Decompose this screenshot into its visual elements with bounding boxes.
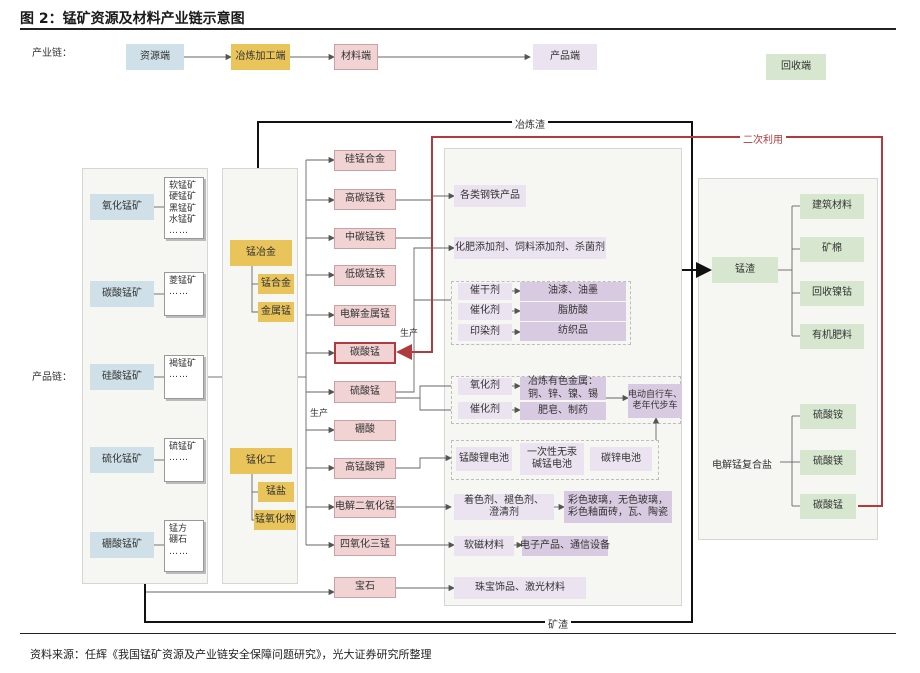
smelting-chemical: 锰化工 (230, 448, 292, 474)
product-alkaline-battery: 一次性无汞 碱锰电池 (520, 443, 584, 475)
material-electrolytic-mn: 电解金属锰 (334, 305, 396, 326)
footer-rule (20, 633, 896, 634)
material-low-carbon-fe-mn: 低碳锰铁 (334, 265, 396, 286)
ore-borate: 硼酸锰矿 (90, 532, 154, 558)
product-dye: 印染剂 (458, 324, 512, 341)
ore-oxide-types: 软锰矿 硬锰矿 黑锰矿 水锰矿…… (164, 177, 204, 239)
material-si-mn-alloy: 硅锰合金 (334, 150, 396, 171)
ore-oxide: 氧化锰矿 (90, 194, 154, 220)
material-mn3o4: 四氧化三锰 (334, 535, 396, 556)
smelting-metallurgy: 锰冶金 (230, 240, 292, 266)
product-paint: 油漆、油墨 (520, 282, 626, 301)
material-mn-carbonate: 碳酸锰 (334, 342, 396, 364)
ore-carbonate: 碳酸锰矿 (90, 281, 154, 307)
product-additives: 化肥添加剂、饲料添加剂、杀菌剂 (454, 237, 606, 259)
product-chain-label: 产品链： (32, 372, 72, 383)
title-rule (20, 28, 896, 30)
recycle-ni-co: 回收镍钴 (800, 281, 864, 306)
product-lmo-battery: 锰酸锂电池 (456, 447, 512, 471)
production-label-2: 生产 (310, 409, 329, 419)
material-gem: 宝石 (334, 577, 396, 598)
recycle-compound-salt: 电解锰复合盐 (712, 460, 772, 471)
recycle-slag: 锰渣 (712, 257, 778, 283)
recycle-ammonium-sulfate: 硫酸铵 (800, 404, 856, 429)
recycle-mineral-wool: 矿棉 (800, 237, 864, 262)
ore-silicate: 硅酸锰矿 (90, 364, 154, 390)
product-soap: 肥皂、制药 (520, 402, 606, 420)
chain-stage-recycle: 回收端 (766, 54, 826, 80)
product-metal-smelting: 冶炼有色金属： 铜、锌、镍、锡 (520, 376, 606, 400)
ore-carbonate-types: 菱锰矿…… (164, 272, 204, 316)
ore-borate-types: 锰方 硼石…… (164, 520, 204, 572)
ore-slag-label: 矿渣 (545, 616, 571, 631)
material-potassium-permanganate: 高锰酸钾 (334, 458, 396, 479)
product-soft-magnetic: 软磁材料 (454, 536, 514, 556)
material-boric-acid: 硼酸 (334, 420, 396, 441)
product-oxidant: 氧化剂 (458, 378, 512, 395)
product-catalyst-2: 催化剂 (458, 402, 512, 419)
product-textile: 纺织品 (520, 322, 626, 341)
ore-sulfide-types: 硫锰矿…… (164, 438, 204, 482)
chain-stage-smelting: 冶炼加工端 (231, 44, 290, 70)
chain-stage-resource: 资源端 (126, 44, 184, 70)
smelting-salt: 锰盐 (258, 482, 294, 502)
product-colorant: 着色剂、褪色剂、 澄清剂 (454, 494, 554, 520)
product-desiccant: 催干剂 (458, 283, 512, 300)
product-jewelry: 珠宝饰品、激光材料 (454, 577, 586, 599)
figure-title: 图 2：锰矿资源及材料产业链示意图 (20, 11, 245, 27)
chain-stage-material: 材料端 (334, 44, 378, 70)
recycle-organic-fertilizer: 有机肥料 (800, 324, 864, 349)
material-mn-sulfate: 硫酸锰 (334, 381, 396, 403)
product-catalyst-1: 催化剂 (458, 303, 512, 320)
additive-group (451, 281, 631, 345)
product-zinc-carbon-battery: 碳锌电池 (590, 447, 652, 471)
product-ev: 电动自行车、 老年代步车 (628, 384, 682, 418)
ore-silicate-types: 褐锰矿…… (164, 355, 204, 399)
product-fatty-acid: 脂肪酸 (520, 302, 626, 321)
secondary-use-label: 二次利用 (740, 131, 786, 146)
smelting-slag-label: 冶炼渣 (512, 116, 548, 131)
recycle-mn-carbonate: 碳酸锰 (800, 494, 856, 519)
recycle-magnesium-sulfate: 硫酸镁 (800, 450, 856, 475)
material-medium-carbon-fe-mn: 中碳锰铁 (334, 228, 396, 249)
product-glass-ceramics: 彩色玻璃，无色玻璃， 彩色釉面砖，瓦、陶瓷 (564, 491, 672, 523)
product-electronics: 电子产品、通信设备 (520, 536, 610, 556)
industry-chain-label: 产业链： (32, 48, 72, 59)
production-label-1: 生产 (400, 329, 419, 339)
ore-sulfide: 硫化锰矿 (90, 447, 154, 473)
figure-source: 资料来源：任辉《我国锰矿资源及产业链安全保障问题研究》，光大证券研究所整理 (30, 648, 432, 661)
chain-stage-product: 产品端 (533, 44, 597, 70)
smelting-oxide: 锰氧化物 (254, 510, 296, 530)
recycle-building-material: 建筑材料 (800, 194, 864, 219)
material-emd: 电解二氧化锰 (334, 496, 396, 518)
smelting-alloy: 锰合金 (258, 274, 294, 294)
material-high-carbon-fe-mn: 高碳锰铁 (334, 189, 396, 210)
product-steel: 各类钢铁产品 (454, 185, 526, 207)
smelting-metal: 金属锰 (258, 302, 294, 322)
